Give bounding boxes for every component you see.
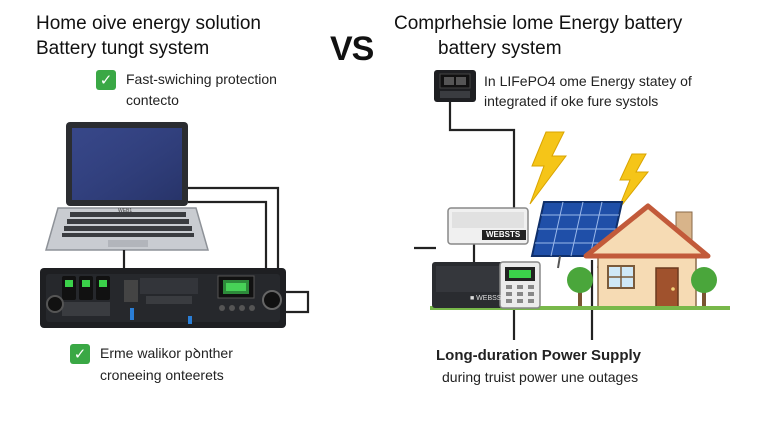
left-title-line2: Battery tungt system [36,38,210,59]
vs-label: VS [330,30,374,68]
laptop-icon [45,122,209,251]
checkmark-icon: ✓ [70,344,90,364]
left-title-line1: Home oive energy solution [36,13,261,34]
left-feature1-line1: Fast-swiching protection [126,71,277,87]
left-feature1-line2: contecto [126,92,179,108]
right-feature1-line2: integrated if oke fure systols [484,93,659,109]
energy-monitor-device [434,70,476,102]
right-feature1-line1: In LIFePO4 ome Energy statey of [484,73,692,89]
laptop-brand-label: WEB1 [118,208,133,214]
left-feature2-line2: croneeing onteerets [100,367,224,383]
battery-unit-device [40,268,286,328]
lightning-icon [529,131,650,211]
home-battery-device [432,262,504,308]
battery-label: ■ WEBSS [470,295,502,302]
ground-line [430,306,730,310]
right-title-line2: battery system [438,38,562,59]
right-footer-line2: during truist power une outages [442,369,639,385]
left-feature2-line1: Erme walikor pꝺnther [100,345,233,361]
checkmark-icon: ✓ [96,70,116,90]
inverter-label: WEBSTS [486,230,521,239]
right-footer-line1: Long-duration Power Supply [436,347,641,364]
tree-icon [567,267,717,306]
house-wire-lines [414,102,594,340]
control-panel-device [499,261,541,309]
inverter-device [447,207,529,245]
right-title-line1: Comprhehsie lome Energy battery [394,13,683,34]
